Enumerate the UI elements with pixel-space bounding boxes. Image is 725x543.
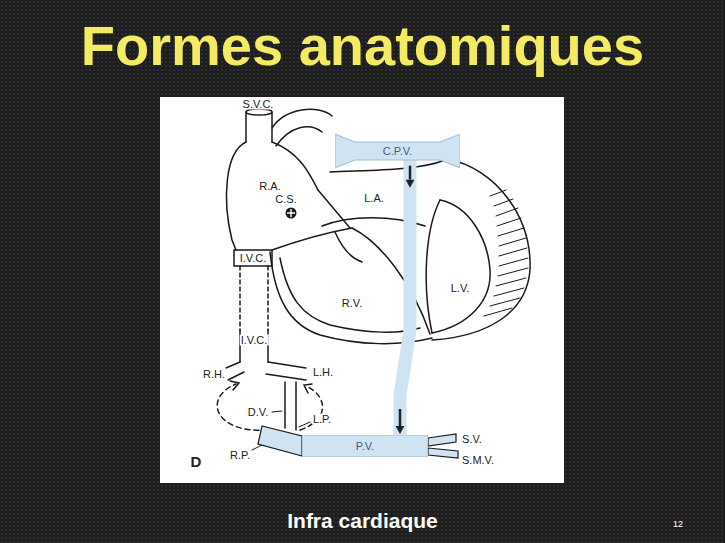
- page-number: 12: [672, 520, 684, 529]
- ivc-course: [240, 266, 268, 330]
- vessel-name: D.V.: [247, 407, 269, 418]
- right-atrium-wall: [226, 142, 246, 250]
- vessel-name: C.S.: [274, 194, 297, 205]
- vessel-name: S.V.: [461, 434, 483, 445]
- vessel-name: L.H.: [312, 367, 334, 378]
- vessel-label: C.P.V.: [383, 146, 412, 157]
- left-ventricle-outer: [432, 158, 530, 340]
- heart-outline: [217, 109, 530, 450]
- flow-arrow-shaft: [399, 409, 402, 427]
- coronary-sinus-ostium: [286, 208, 297, 219]
- vessel-name: R.H.: [202, 369, 226, 380]
- flow-arrowhead: [406, 180, 415, 188]
- descending-vein: [396, 160, 415, 437]
- slide-title: Formes anatomiques: [0, 18, 725, 74]
- slide-caption: Infra cardiaque: [0, 510, 725, 531]
- right-ventricle-inner: [280, 258, 420, 332]
- left-hepatic-vein: [266, 362, 306, 380]
- svc-walls: [246, 112, 272, 142]
- dashed-arrowhead-left: [230, 381, 239, 390]
- chamber-name: R.V.: [341, 298, 363, 309]
- vessel-name: S.V.C.: [242, 99, 275, 110]
- vessel-name: I.V.C.: [240, 335, 269, 346]
- vein-fill: [335, 134, 460, 168]
- splenic-mesenteric-veins: [428, 434, 458, 458]
- ostium-cross: [287, 209, 295, 217]
- vein-channel: [400, 160, 410, 437]
- vein-segment: P.V.: [302, 435, 428, 457]
- vein-confluence: C.P.V.: [335, 133, 460, 169]
- right-hepatic-vein: [226, 362, 244, 380]
- vessel-name: L.P.: [312, 414, 332, 425]
- panel-letter: D: [190, 454, 203, 469]
- image-panel: [160, 97, 564, 483]
- left-ventricle-inner: [432, 200, 490, 333]
- vessel-name: R.P.: [229, 450, 251, 461]
- vessel-name: S.M.V.: [461, 455, 495, 466]
- ivc-lower: [240, 330, 268, 362]
- valve-leaflet: [335, 232, 362, 262]
- svc-opening: [246, 109, 272, 115]
- vein-fill: [302, 435, 428, 457]
- portal-left-branch: [258, 426, 302, 456]
- ductus-venosus: [285, 382, 296, 430]
- flow-arrowhead: [396, 426, 405, 434]
- tricuspid-plane: [272, 228, 352, 250]
- myocardium-hatching: [484, 190, 528, 316]
- chamber-name: R.A.: [258, 181, 281, 192]
- ivc-upper: [234, 250, 272, 266]
- ventricular-septum: [352, 228, 430, 334]
- septal-wall: [426, 200, 440, 333]
- chamber-name: L.V.: [450, 283, 471, 294]
- dv-leader: [272, 411, 282, 412]
- chamber-name: L.A.: [363, 193, 385, 204]
- flow-arrow-shaft: [409, 166, 412, 180]
- vessel-name: I.V.C.: [239, 253, 268, 264]
- dashed-arrowhead-right: [304, 384, 312, 393]
- aorta: [272, 109, 332, 146]
- vessel-label: P.V.: [356, 441, 374, 452]
